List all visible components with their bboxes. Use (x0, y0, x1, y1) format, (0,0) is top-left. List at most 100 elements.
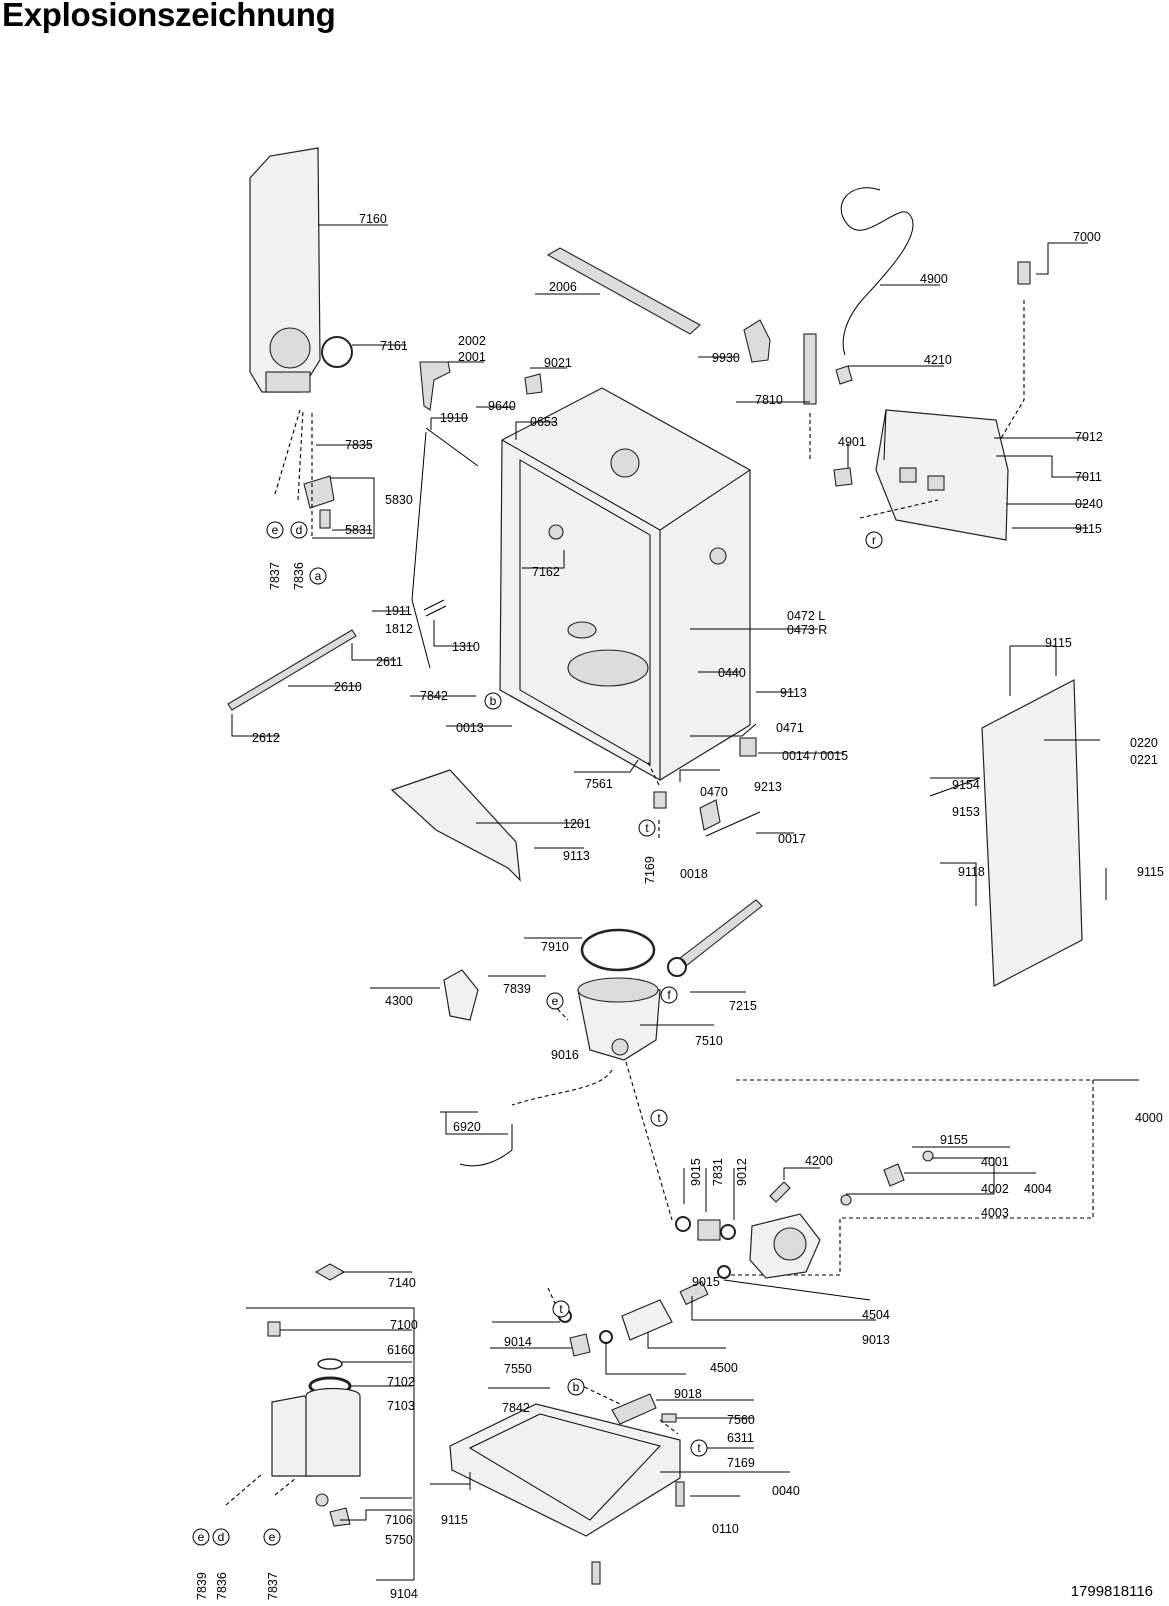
svg-text:e: e (269, 1530, 276, 1544)
label-7011: 7011 (1075, 470, 1102, 484)
label-7836-a: 7836 (292, 562, 306, 590)
label-9115-b: 9115 (1045, 636, 1072, 650)
callout-h: r (865, 531, 883, 549)
label-5750: 5750 (385, 1533, 413, 1547)
label-0472-l: 0472 L (787, 609, 825, 623)
label-7560: 7560 (727, 1413, 755, 1427)
label-7836-b: 7836 (215, 1572, 229, 1600)
label-4003: 4003 (981, 1206, 1009, 1220)
svg-text:d: d (296, 523, 303, 537)
label-1201: 1201 (563, 817, 591, 831)
label-9640: 9640 (488, 399, 516, 413)
svg-text:e: e (198, 1530, 205, 1544)
callout-b-top: b (484, 692, 502, 710)
callout-r-top: t (638, 819, 656, 837)
svg-text:t: t (645, 821, 649, 835)
label-7012: 7012 (1075, 430, 1103, 444)
label-0240: 0240 (1075, 497, 1103, 511)
label-4200: 4200 (805, 1154, 833, 1168)
label-5830: 5830 (385, 493, 413, 507)
svg-text:r: r (872, 533, 876, 547)
label-9213: 9213 (754, 780, 782, 794)
label-0110: 0110 (712, 1522, 739, 1536)
callout-r-low: t (690, 1439, 708, 1457)
label-9104: 9104 (390, 1587, 418, 1601)
label-0040: 0040 (772, 1484, 800, 1498)
label-7102: 7102 (387, 1375, 415, 1389)
label-7810: 7810 (755, 393, 783, 407)
label-1911: 1911 (385, 604, 412, 618)
label-9115-c: 9115 (1137, 865, 1164, 879)
label-0473-r: 0473 R (787, 623, 827, 637)
svg-text:t: t (559, 1302, 563, 1316)
label-9154: 9154 (952, 778, 980, 792)
parts-drawing (225, 147, 1094, 1585)
label-1812: 1812 (385, 622, 413, 636)
svg-text:b: b (490, 694, 497, 708)
callout-d-low: e (263, 1528, 281, 1546)
label-7160: 7160 (359, 212, 387, 226)
label-4000: 4000 (1135, 1111, 1163, 1125)
label-4001: 4001 (981, 1155, 1009, 1169)
label-7839-a: 7839 (503, 982, 531, 996)
label-0014-0015: 0014 / 0015 (782, 749, 848, 763)
page-title: Explosionszeichnung (2, 0, 336, 33)
callout-e-mid: e (546, 992, 564, 1010)
label-7839-b: 7839 (195, 1572, 209, 1600)
svg-text:d: d (218, 1530, 225, 1544)
callout-c-top: d (290, 521, 308, 539)
label-7103: 7103 (387, 1399, 415, 1413)
callout-f-mid: f (660, 986, 678, 1004)
label-1310: 1310 (452, 640, 480, 654)
label-0653: 0653 (530, 415, 558, 429)
label-0221: 0221 (1130, 753, 1158, 767)
label-6920: 6920 (453, 1120, 481, 1134)
part-number-labels: 7160 7161 2002 2001 9021 2006 9930 4900 … (195, 212, 1164, 1601)
label-7842-a: 7842 (420, 689, 448, 703)
label-4300: 4300 (385, 994, 413, 1008)
svg-text:t: t (697, 1441, 701, 1455)
label-9014: 9014 (504, 1335, 532, 1349)
label-7837-b: 7837 (266, 1572, 280, 1600)
label-9115-a: 9115 (1075, 522, 1102, 536)
label-9930: 9930 (712, 351, 740, 365)
label-4900: 4900 (920, 272, 948, 286)
label-9113-b: 9113 (563, 849, 590, 863)
label-7561: 7561 (585, 777, 613, 791)
callout-t-low: t (552, 1300, 570, 1318)
label-7215: 7215 (729, 999, 757, 1013)
callout-c-low: d (212, 1528, 230, 1546)
label-7835: 7835 (345, 438, 373, 452)
label-7100: 7100 (390, 1318, 418, 1332)
label-9115-d: 9115 (441, 1513, 468, 1527)
label-9015-a: 9015 (689, 1158, 703, 1186)
label-9118: 9118 (958, 865, 985, 879)
callout-e-low: e (192, 1528, 210, 1546)
label-7162: 7162 (532, 565, 560, 579)
label-2610: 2610 (334, 680, 362, 694)
label-7510: 7510 (695, 1034, 723, 1048)
label-7169-b: 7169 (727, 1456, 755, 1470)
callout-a: a (309, 567, 327, 585)
label-9153: 9153 (952, 805, 980, 819)
svg-text:b: b (573, 1380, 580, 1394)
label-7831: 7831 (711, 1158, 725, 1186)
label-9018: 9018 (674, 1387, 702, 1401)
label-6160: 6160 (387, 1343, 415, 1357)
callout-circles: a e d r b t e f t t b t e d e (192, 521, 883, 1546)
label-7169-a: 7169 (643, 856, 657, 884)
label-9012: 9012 (735, 1158, 749, 1186)
label-2006: 2006 (549, 280, 577, 294)
label-0013: 0013 (456, 721, 484, 735)
label-9021: 9021 (544, 356, 572, 370)
label-0471: 0471 (776, 721, 804, 735)
svg-text:e: e (272, 523, 279, 537)
leader-lines (231, 224, 1139, 1581)
label-4504: 4504 (862, 1308, 890, 1322)
svg-text:e: e (552, 994, 559, 1008)
label-2612: 2612 (252, 731, 280, 745)
label-2001: 2001 (458, 350, 486, 364)
label-0018: 0018 (680, 867, 708, 881)
label-1910: 1910 (440, 411, 468, 425)
label-7910: 7910 (541, 940, 569, 954)
